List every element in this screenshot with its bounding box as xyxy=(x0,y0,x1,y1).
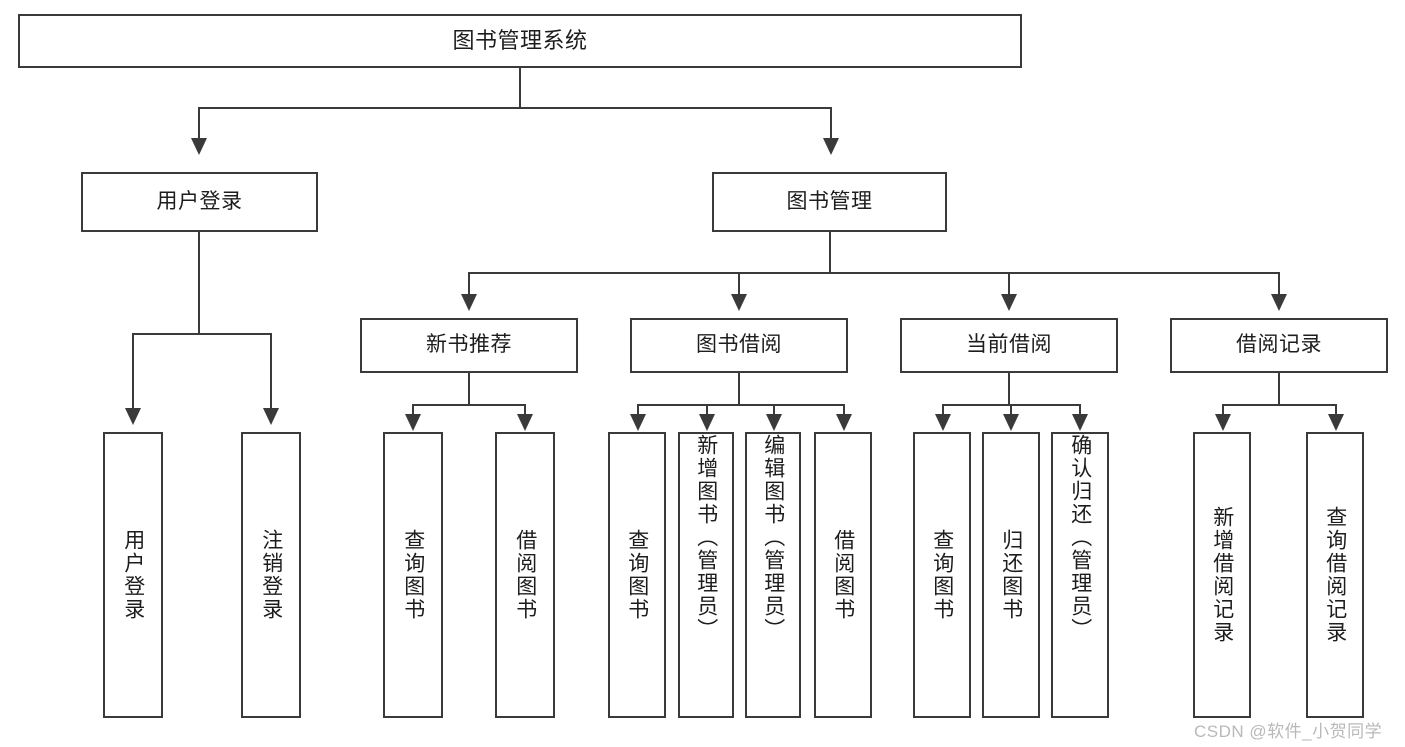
leaf-record-add-record[interactable]: 新增借阅记录 xyxy=(1193,432,1251,718)
leaf-current-return-book[interactable]: 归还图书 xyxy=(982,432,1040,718)
connector-root-drop-left xyxy=(198,107,200,140)
leaf-borrow-edit-book-admin[interactable]: 编辑图书（管理员） xyxy=(745,432,801,718)
arrow-to-new-book-recommend xyxy=(461,294,477,311)
arrow-borrow-child-3 xyxy=(766,414,782,431)
node-label: 图书借阅 xyxy=(696,333,782,357)
connector-book-manage-drop-4 xyxy=(1278,272,1280,296)
node-label: 图书管理 xyxy=(786,189,873,213)
arrow-record-child-2 xyxy=(1328,414,1344,431)
node-label: 查询图书 xyxy=(401,529,425,621)
arrow-to-logout-leaf xyxy=(263,408,279,425)
leaf-current-query-book[interactable]: 查询图书 xyxy=(913,432,971,718)
connector-root-drop-right xyxy=(830,107,832,140)
node-label: 查询图书 xyxy=(625,529,649,621)
connector-user-login-drop-1 xyxy=(132,333,134,410)
connector-user-login-drop-2 xyxy=(270,333,272,410)
node-book-manage[interactable]: 图书管理 xyxy=(712,172,947,232)
node-label: 借阅记录 xyxy=(1236,333,1322,357)
connector-root-stem xyxy=(519,68,521,108)
arrow-to-borrow-record xyxy=(1271,294,1287,311)
arrow-to-current-borrow xyxy=(1001,294,1017,311)
connector-user-login-stem xyxy=(198,232,200,334)
connector-record-bus xyxy=(1222,404,1337,406)
arrow-borrow-child-4 xyxy=(836,414,852,431)
leaf-borrow-borrow-book[interactable]: 借阅图书 xyxy=(814,432,872,718)
arrow-record-child-1 xyxy=(1215,414,1231,431)
node-current-borrow[interactable]: 当前借阅 xyxy=(900,318,1118,373)
connector-borrow-drop-2 xyxy=(706,404,708,416)
csdn-watermark: CSDN @软件_小贺同学 xyxy=(1194,722,1383,741)
leaf-recommend-borrow-book[interactable]: 借阅图书 xyxy=(495,432,555,718)
arrow-to-book-manage xyxy=(823,138,839,155)
connector-borrow-drop-4 xyxy=(843,404,845,416)
connector-recommend-drop-1 xyxy=(412,404,414,416)
node-label: 用户登录 xyxy=(121,529,145,621)
node-root-system[interactable]: 图书管理系统 xyxy=(18,14,1022,68)
leaf-recommend-query-book[interactable]: 查询图书 xyxy=(383,432,443,718)
node-book-borrow[interactable]: 图书借阅 xyxy=(630,318,848,373)
node-label: 查询借阅记录 xyxy=(1323,506,1347,644)
connector-borrow-drop-1 xyxy=(637,404,639,416)
arrow-recommend-child-1 xyxy=(405,414,421,431)
node-label: 当前借阅 xyxy=(966,333,1052,357)
node-label: 归还图书 xyxy=(999,529,1023,621)
connector-record-drop-2 xyxy=(1335,404,1337,416)
connector-recommend-drop-2 xyxy=(524,404,526,416)
connector-record-drop-1 xyxy=(1222,404,1224,416)
node-label: 新增借阅记录 xyxy=(1210,506,1234,644)
leaf-record-query-record[interactable]: 查询借阅记录 xyxy=(1306,432,1364,718)
arrow-current-child-3 xyxy=(1072,414,1088,431)
node-label: 用户登录 xyxy=(156,189,243,213)
node-label: 新增图书（管理员） xyxy=(694,434,718,641)
connector-recommend-stem xyxy=(468,373,470,405)
leaf-borrow-query-book[interactable]: 查询图书 xyxy=(608,432,666,718)
connector-record-stem xyxy=(1278,373,1280,405)
node-label: 图书管理系统 xyxy=(452,28,588,54)
leaf-current-confirm-return-admin[interactable]: 确认归还（管理员） xyxy=(1051,432,1109,718)
arrow-borrow-child-2 xyxy=(699,414,715,431)
node-new-book-recommend[interactable]: 新书推荐 xyxy=(360,318,578,373)
node-label: 借阅图书 xyxy=(831,529,855,621)
leaf-user-login[interactable]: 用户登录 xyxy=(103,432,163,718)
connector-book-manage-drop-3 xyxy=(1008,272,1010,296)
node-user-login[interactable]: 用户登录 xyxy=(81,172,318,232)
connector-user-login-bus xyxy=(132,333,272,335)
node-label: 编辑图书（管理员） xyxy=(761,434,785,641)
connector-borrow-stem xyxy=(738,373,740,405)
node-borrow-record[interactable]: 借阅记录 xyxy=(1170,318,1388,373)
arrow-borrow-child-1 xyxy=(630,414,646,431)
arrow-to-user-login-leaf xyxy=(125,408,141,425)
connector-current-stem xyxy=(1008,373,1010,405)
connector-current-drop-3 xyxy=(1079,404,1081,416)
node-label: 借阅图书 xyxy=(513,529,537,621)
node-label: 查询图书 xyxy=(930,529,954,621)
connector-current-drop-1 xyxy=(942,404,944,416)
node-label: 确认归还（管理员） xyxy=(1068,434,1092,641)
arrow-to-book-borrow xyxy=(731,294,747,311)
node-label: 注销登录 xyxy=(259,529,283,621)
leaf-borrow-add-book-admin[interactable]: 新增图书（管理员） xyxy=(678,432,734,718)
connector-recommend-bus xyxy=(412,404,526,406)
connector-book-manage-bus xyxy=(468,272,1280,274)
connector-borrow-drop-3 xyxy=(773,404,775,416)
arrow-current-child-2 xyxy=(1003,414,1019,431)
arrow-current-child-1 xyxy=(935,414,951,431)
connector-borrow-bus xyxy=(637,404,845,406)
connector-book-manage-drop-1 xyxy=(468,272,470,296)
connector-book-manage-stem xyxy=(829,232,831,273)
node-label: 新书推荐 xyxy=(426,333,512,357)
connector-current-drop-2 xyxy=(1010,404,1012,416)
arrow-to-user-login xyxy=(191,138,207,155)
leaf-logout[interactable]: 注销登录 xyxy=(241,432,301,718)
connector-root-bus xyxy=(198,107,832,109)
connector-book-manage-drop-2 xyxy=(738,272,740,296)
arrow-recommend-child-2 xyxy=(517,414,533,431)
